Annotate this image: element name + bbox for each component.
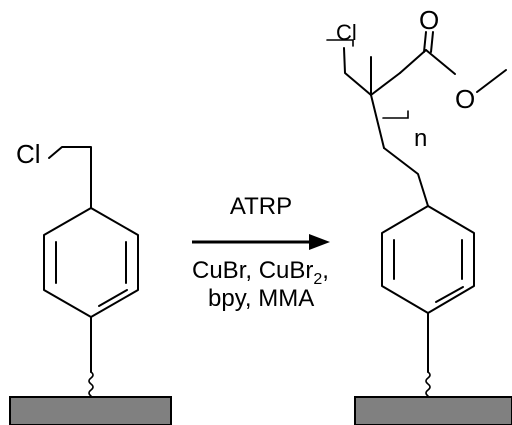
reactant-chloromethyl-bonds	[48, 146, 92, 209]
ester-oxygen-label: O	[455, 84, 475, 114]
methoxy-methyl-bond	[476, 69, 507, 93]
backbone-to-side-chain-bond	[370, 94, 385, 149]
reactant-molecule: Cl	[9, 139, 172, 425]
repeat-subscript-n: n	[414, 125, 427, 152]
reagents-line-1-prefix: CuBr, CuBr	[192, 257, 313, 284]
repeat-unit-top-bracket	[326, 39, 354, 47]
product-cl-label: Cl	[336, 20, 357, 45]
reactant-cl-label: Cl	[16, 139, 41, 169]
reaction-arrow-head	[309, 234, 330, 250]
product-molecule: Cl n O O	[326, 5, 512, 425]
reactant-benzene-ring	[43, 207, 139, 318]
product-wavy-bond	[425, 371, 431, 397]
ethylene-linker-bonds	[383, 147, 429, 207]
reagents-line-1-suffix: ,	[322, 257, 329, 284]
reagents-line-2: bpy, MMA	[208, 285, 314, 312]
product-surface	[354, 396, 512, 425]
ester-carbon-bond	[399, 49, 427, 74]
repeat-unit-bottom-bracket	[382, 110, 409, 119]
reactant-wavy-bond	[88, 371, 94, 397]
ester-oxygen-bond	[425, 49, 456, 75]
carbonyl-oxygen-label: O	[419, 5, 439, 35]
product-ring-double-bond	[435, 286, 464, 303]
reagents-line-1-subscript: 2	[313, 271, 322, 288]
product-benzene-ring	[381, 205, 475, 314]
carbonyl-double-bond-b	[430, 31, 434, 53]
backbone-bonds	[343, 47, 401, 96]
reagents-line-1: CuBr, CuBr2,	[192, 257, 329, 288]
carbonyl-double-bond-a	[423, 31, 427, 53]
reactant-ring-double-bond	[98, 289, 128, 307]
reactant-surface	[9, 396, 172, 425]
reaction-conditions: ATRP CuBr, CuBr2, bpy, MMA	[192, 193, 330, 312]
reaction-method-label: ATRP	[230, 193, 292, 220]
